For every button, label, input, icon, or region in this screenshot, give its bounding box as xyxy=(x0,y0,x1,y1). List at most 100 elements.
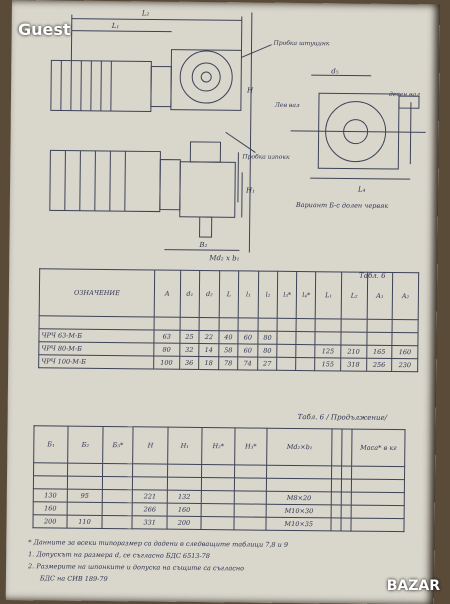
label-l2: L₂ xyxy=(141,9,150,17)
table-cell: 165 xyxy=(366,345,392,358)
table-cell: 27 xyxy=(257,357,277,370)
table-cell xyxy=(352,466,405,480)
table-cell xyxy=(234,478,267,491)
table-cell: 25 xyxy=(180,330,200,343)
footnote-2: 2. Размерите на шпонките и допуска на съ… xyxy=(28,562,244,572)
table-cell xyxy=(39,316,154,330)
table-cell xyxy=(296,344,315,357)
table-cell: 58 xyxy=(218,344,238,357)
table-cell: 18 xyxy=(199,356,219,369)
table-cell xyxy=(201,478,234,491)
col-L1: L₁ xyxy=(316,272,342,319)
table-cell xyxy=(102,489,133,502)
col-b1: Б₁ xyxy=(34,426,69,463)
label-pipe-outlet: Пробка изпокк xyxy=(241,153,290,161)
table-cell xyxy=(238,318,258,331)
site-logo: BAZAR xyxy=(387,578,440,594)
table-cell xyxy=(234,465,267,478)
col-md: Md₂×b₁ xyxy=(267,428,332,466)
table-cell xyxy=(67,502,101,515)
footnote-3: БДС на СИВ 189-79 xyxy=(40,574,108,583)
table-cell xyxy=(367,319,393,332)
table-cell xyxy=(331,492,341,505)
table-cell xyxy=(351,518,404,532)
col-mass: Маса* в кг xyxy=(352,429,405,467)
table-cell xyxy=(267,465,332,479)
table-cell xyxy=(296,357,315,370)
table-cell xyxy=(277,318,296,331)
label-right-position: десен вал xyxy=(389,91,420,98)
table-cell xyxy=(341,505,351,518)
col-blank-1 xyxy=(332,429,342,466)
table-cell xyxy=(201,491,234,504)
col-l1: l₁ xyxy=(238,271,258,318)
table-cell: 230 xyxy=(392,358,418,371)
col-h1: Н₁ xyxy=(167,427,202,464)
table-cell xyxy=(341,332,367,345)
label-b2: B₂ xyxy=(198,241,207,249)
table-cell xyxy=(296,318,315,331)
table-cell xyxy=(277,344,296,357)
table-cell xyxy=(102,476,133,489)
col-d1: d₁ xyxy=(180,270,200,317)
table-cell xyxy=(332,466,342,479)
table-cell xyxy=(351,479,404,493)
table-cell: 40 xyxy=(219,331,239,344)
table-cell: 132 xyxy=(167,490,201,503)
table-cell xyxy=(234,491,267,504)
table-cell xyxy=(315,332,341,345)
col-l4: l₄* xyxy=(296,271,316,318)
table-cell xyxy=(201,517,234,530)
table-cell xyxy=(332,479,342,492)
table-cell xyxy=(154,317,180,330)
table-cell: 95 xyxy=(68,489,102,502)
table-cell: 318 xyxy=(341,358,367,371)
table-cell: 200 xyxy=(167,516,201,529)
table-cell xyxy=(234,517,267,530)
gearbox-front-view xyxy=(180,162,236,218)
table-cell xyxy=(102,463,133,476)
table-cell xyxy=(201,504,234,517)
col-L2: L₂ xyxy=(341,272,367,319)
table-cell xyxy=(68,476,102,489)
label-l1: L₁ xyxy=(111,22,120,30)
label-pipe-inlet: Пробка штуцинк xyxy=(273,40,330,48)
technical-drawing: L₂ L₁ Пробка штуцинк Пробка изпокк десен… xyxy=(9,0,440,266)
motor-front-view xyxy=(50,150,161,211)
table-cell: 160 xyxy=(167,503,201,516)
col-d2: d₂ xyxy=(199,270,219,317)
col-l: L xyxy=(219,271,239,318)
table-cell: M8×20 xyxy=(266,491,331,505)
table-cell: M10×30 xyxy=(266,504,331,518)
document-page: L₂ L₁ Пробка штуцинк Пробка изпокк десен… xyxy=(6,0,440,604)
table-cell: 32 xyxy=(179,343,199,356)
table-cell: 125 xyxy=(315,345,341,358)
footnote-0: * Данните за всеки типоразмер са дадени … xyxy=(28,538,288,549)
table-cell: 78 xyxy=(218,357,238,370)
table-cell xyxy=(133,464,167,477)
label-variant: Вариант Б-с долен червяк xyxy=(295,201,389,210)
table-cell xyxy=(351,505,404,519)
table-cell xyxy=(341,319,367,332)
table-cell: 60 xyxy=(238,331,258,344)
col-A2: A₂ xyxy=(392,273,418,320)
table-cell: 256 xyxy=(366,358,392,371)
col-A1: A₁ xyxy=(367,272,393,319)
col-l3: l₃* xyxy=(277,271,297,318)
table-cell: 110 xyxy=(67,515,101,528)
table-cell: 63 xyxy=(154,330,180,343)
gear-housing-top xyxy=(180,51,233,104)
table-cell xyxy=(341,479,351,492)
table-cell: 210 xyxy=(341,345,367,358)
table-cell xyxy=(267,478,332,492)
table-cell xyxy=(296,331,315,344)
table-cell: ЧРЧ 80-М-Б xyxy=(39,342,154,356)
table-cell: 331 xyxy=(132,516,166,529)
table-cell xyxy=(331,518,341,531)
table-cell: 22 xyxy=(199,330,219,343)
label-left-position: Лев вал xyxy=(274,102,300,109)
table-cell xyxy=(34,463,68,476)
col-designation: ОЗНАЧЕНИЕ xyxy=(39,269,154,317)
table-cell: ЧРЧ 63-М-Б xyxy=(39,329,154,343)
